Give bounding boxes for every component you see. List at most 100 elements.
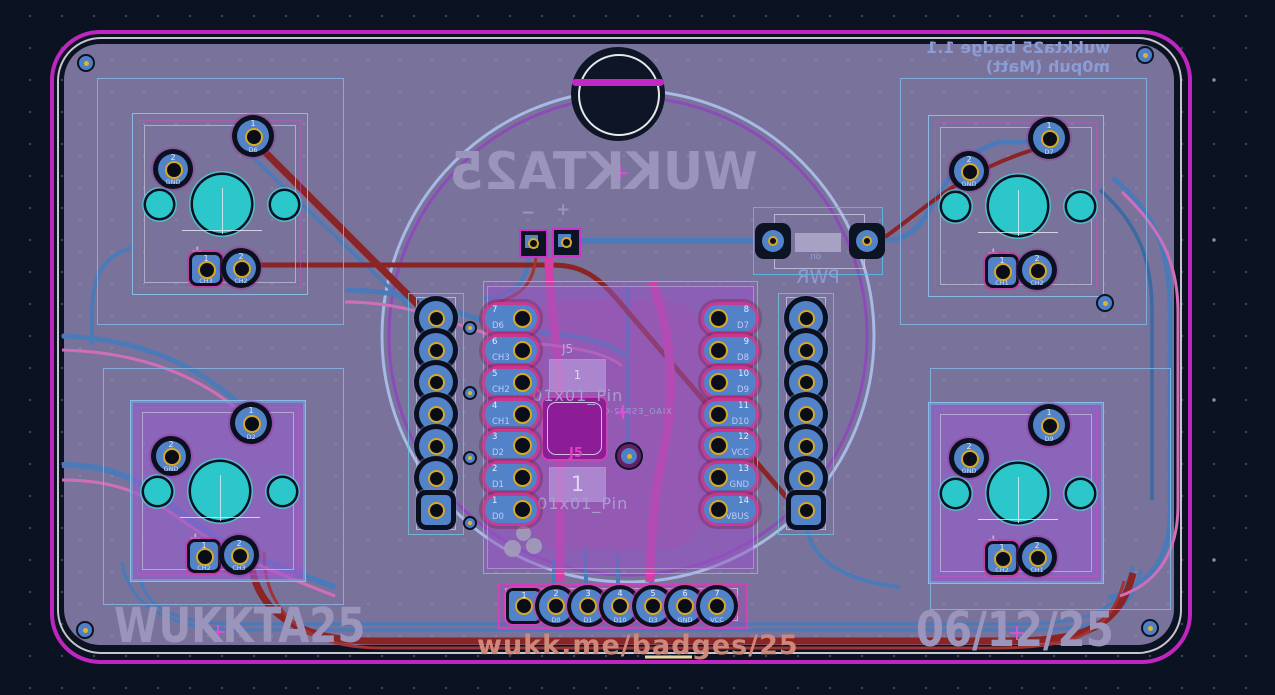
mount-hole-left[interactable] (942, 193, 969, 220)
touch-module-bottom-left[interactable]: + 1 D2 2 GND 1 CH2 2 CH3 (130, 400, 306, 582)
switch-pad-left[interactable] (755, 223, 791, 259)
pad-ch-1[interactable]: 1 CH1 (988, 256, 1016, 287)
mcu-ref-top[interactable]: J5 (562, 342, 574, 356)
pad-ch-1[interactable]: 1 CH2 (190, 541, 218, 572)
via[interactable] (621, 448, 637, 464)
via[interactable] (465, 323, 475, 333)
touch-module-top-right[interactable]: + 1 D7 2 GND 1 CH1 2 CH2 (928, 115, 1104, 297)
via[interactable] (465, 518, 475, 528)
badge-name-front-text[interactable]: WUKKTA25 (114, 598, 366, 654)
via[interactable] (1143, 621, 1157, 635)
header-pad[interactable] (419, 429, 453, 463)
header-pad[interactable] (789, 333, 823, 367)
pad-signal[interactable]: 1 D7 (1033, 121, 1065, 156)
pad-signal[interactable]: 1 D6 (237, 119, 269, 154)
header-pad-1[interactable] (421, 495, 451, 525)
mcu-ref-bottom[interactable]: J5 (569, 446, 583, 461)
power-switch-footprint[interactable]: on (753, 207, 885, 275)
power-ref-text[interactable]: PWR (796, 266, 840, 288)
battery-pad-neg[interactable] (519, 229, 548, 258)
conn-pad-1[interactable]: 1 (509, 591, 539, 621)
touch-module-top-left[interactable]: + 1 D6 2 GND 1 CH3 2 CH2 (132, 113, 308, 295)
mount-hole-right[interactable] (1067, 480, 1094, 507)
pad-gnd[interactable]: 2 GND (156, 440, 186, 473)
esp32-chip-body (543, 398, 606, 459)
lanyard-hole-ring (578, 54, 660, 136)
pin1-pad-top[interactable]: 1 (549, 359, 606, 392)
header-pad[interactable] (789, 461, 823, 495)
pad-signal[interactable]: 1 D2 (235, 406, 267, 441)
via[interactable] (78, 623, 92, 637)
battery-pad-pos[interactable] (552, 228, 581, 257)
pad-gnd[interactable]: 2 GND (954, 155, 984, 188)
pad-ch-2[interactable]: 2 CH3 (224, 539, 254, 572)
header-pad[interactable] (419, 365, 453, 399)
via[interactable] (465, 453, 475, 463)
via[interactable] (1098, 296, 1112, 310)
header-pad[interactable] (419, 461, 453, 495)
title-block-back-text[interactable]: wukkta25 badge 1.1 m0puh (Matt) (865, 38, 1110, 76)
pad-ch-1[interactable]: 1 CH3 (192, 254, 220, 285)
url-copper-text[interactable]: wukk.me/badges/25 (477, 630, 799, 661)
touch-module-bottom-right[interactable]: + 1 D9 2 GND 1 CH2 2 CH1 (928, 402, 1104, 584)
mount-hole-left[interactable] (144, 478, 171, 505)
header-pad[interactable] (789, 429, 823, 463)
board-inner-outline (57, 37, 1182, 654)
mount-hole-left[interactable] (146, 191, 173, 218)
mount-hole-right[interactable] (269, 478, 296, 505)
mount-hole-left[interactable] (942, 480, 969, 507)
switch-on-label: on (810, 252, 822, 262)
via[interactable] (465, 388, 475, 398)
via[interactable] (1138, 48, 1152, 62)
badge-name-back-text[interactable]: WUKKTA25 (449, 142, 758, 202)
pad-ch-1[interactable]: 1 CH2 (988, 543, 1016, 574)
mount-hole-right[interactable] (271, 191, 298, 218)
quadrant-rect-bottom-left (103, 368, 344, 605)
pad-ch-2[interactable]: 2 CH1 (1022, 541, 1052, 574)
header-pad[interactable] (419, 301, 453, 335)
header-pad[interactable] (419, 333, 453, 367)
header-pad[interactable] (419, 397, 453, 431)
mount-hole-right[interactable] (1067, 193, 1094, 220)
via[interactable] (79, 56, 93, 70)
header-pad[interactable] (789, 365, 823, 399)
pad-ch-2[interactable]: 2 CH2 (226, 252, 256, 285)
xiao-module-footprint[interactable]: XIAO_ESP32-C3_-_DIP J5 1 J5 1 n_01x01_Pi… (483, 281, 758, 574)
pin1-pad-bottom[interactable]: 1 (549, 467, 606, 502)
switch-pad-right[interactable] (849, 223, 885, 259)
header-pad[interactable] (789, 301, 823, 335)
header-pad[interactable] (789, 397, 823, 431)
pad-gnd[interactable]: 2 GND (158, 153, 188, 186)
breakout-header-left[interactable] (408, 293, 464, 535)
breakout-header-right[interactable] (778, 293, 834, 535)
text-anchor-cross (1010, 626, 1024, 640)
pad-ch-2[interactable]: 2 CH2 (1022, 254, 1052, 287)
pad-gnd[interactable]: 2 GND (954, 442, 984, 475)
header-pad-1[interactable] (791, 495, 821, 525)
battery-pos-label: + (556, 200, 571, 220)
pad-signal[interactable]: 1 D9 (1033, 408, 1065, 443)
date-text[interactable]: 06/12/25 (916, 602, 1114, 658)
